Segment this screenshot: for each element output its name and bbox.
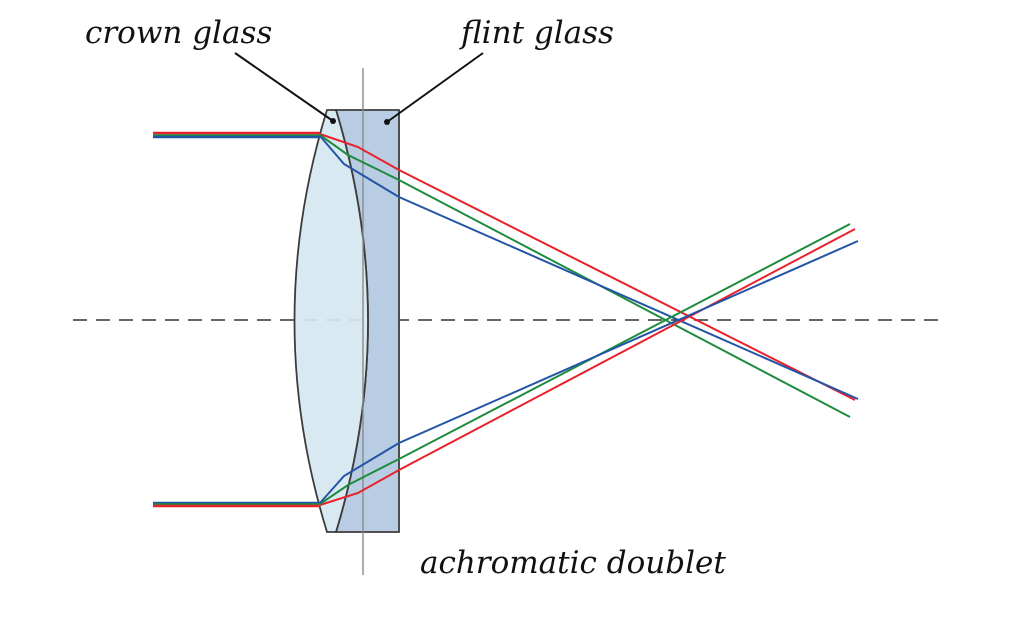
ray-red-top: [319, 133, 856, 401]
flint-glass-label: flint glass: [459, 15, 614, 51]
ray-green-bottom: [319, 223, 851, 505]
crown-glass-label: crown glass: [85, 15, 272, 51]
crown-glass-element: [293, 109, 369, 533]
refracted-rays-bottom: [319, 223, 859, 506]
ray-red-bottom: [319, 228, 856, 506]
flint-glass-leader: [386, 52, 484, 123]
incoming-rays-top: [153, 131, 320, 139]
crown-glass-leader: [234, 52, 334, 122]
crown-glass-pointer-dot: [330, 118, 336, 124]
ray-green-top: [319, 134, 851, 418]
refracted-rays-top: [319, 133, 859, 418]
ray-blue-top: [319, 135, 859, 400]
flint-glass-pointer-dot: [384, 119, 390, 125]
ray-blue-bottom: [319, 240, 859, 504]
achromatic-doublet-label: achromatic doublet: [420, 545, 726, 581]
incoming-rays-bottom: [153, 501, 320, 508]
